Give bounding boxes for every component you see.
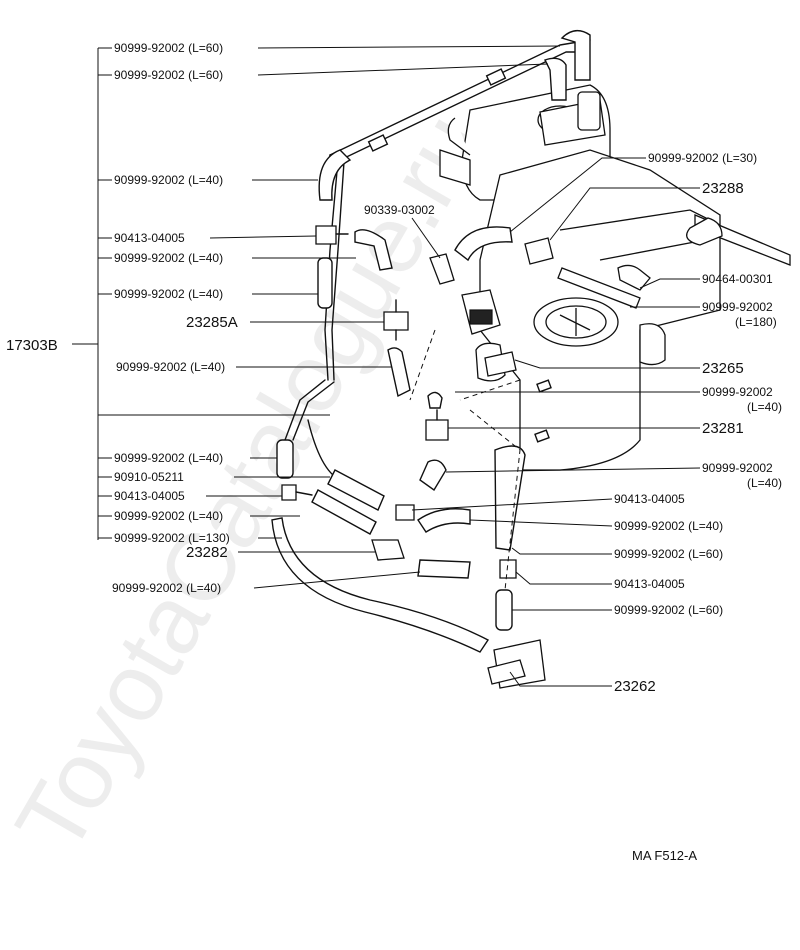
left-part-labels: 17303B 90999-92002 (L=60) 90999-92002 (L… [6, 41, 238, 595]
label-hose-r2: 90999-92002 [702, 300, 773, 314]
label-hose-10: 90999-92002 (L=40) [112, 581, 221, 595]
label-hose-5: 90999-92002 (L=40) [114, 287, 223, 301]
right-part-labels: 90999-92002 (L=30) 23288 90464-00301 909… [614, 151, 782, 695]
label-part-23288: 23288 [702, 180, 744, 197]
label-hose-r4: 90999-92002 [702, 461, 773, 475]
label-hose-r3: 90999-92002 [702, 385, 773, 399]
leader-lines [72, 45, 701, 687]
label-valve-23282: 23282 [186, 544, 228, 561]
label-part-23262: 23262 [614, 678, 656, 695]
label-hose-4: 90999-92002 (L=40) [114, 251, 223, 265]
label-hose-r5: 90999-92002 (L=40) [614, 519, 723, 533]
label-hose-8: 90999-92002 (L=40) [114, 509, 223, 523]
label-hose-6: 90999-92002 (L=40) [116, 360, 225, 374]
label-hose-9: 90999-92002 (L=130) [114, 531, 230, 545]
label-tee-r2: 90413-04005 [614, 577, 685, 591]
label-hose-r3-length: (L=40) [747, 400, 782, 414]
hose-assembly [271, 30, 591, 653]
assembly-label: 17303B [6, 337, 58, 354]
label-tee-1: 90413-04005 [114, 231, 185, 245]
label-tee-r1: 90413-04005 [614, 492, 685, 506]
label-hose-r4-length: (L=40) [747, 476, 782, 490]
label-hose-7: 90999-92002 (L=40) [114, 451, 223, 465]
label-tee-2: 90413-04005 [114, 489, 185, 503]
label-hose-2: 90999-92002 (L=60) [114, 68, 223, 82]
label-hose-r1: 90999-92002 (L=30) [648, 151, 757, 165]
figure-code: MA F512-A [632, 848, 697, 863]
label-hose-r7: 90999-92002 (L=60) [614, 603, 723, 617]
label-valve-23281: 23281 [702, 420, 744, 437]
label-valve-23285a: 23285A [186, 314, 238, 331]
label-clamp-90464: 90464-00301 [702, 272, 773, 286]
label-part-90910: 90910-05211 [114, 470, 184, 484]
label-hose-1: 90999-92002 (L=60) [114, 41, 223, 55]
label-hose-3: 90999-92002 (L=40) [114, 173, 223, 187]
label-hose-r2-length: (L=180) [735, 315, 777, 329]
label-part-23265: 23265 [702, 360, 744, 377]
label-vsv-90339: 90339-03002 [364, 203, 435, 217]
label-hose-r6: 90999-92002 (L=60) [614, 547, 723, 561]
